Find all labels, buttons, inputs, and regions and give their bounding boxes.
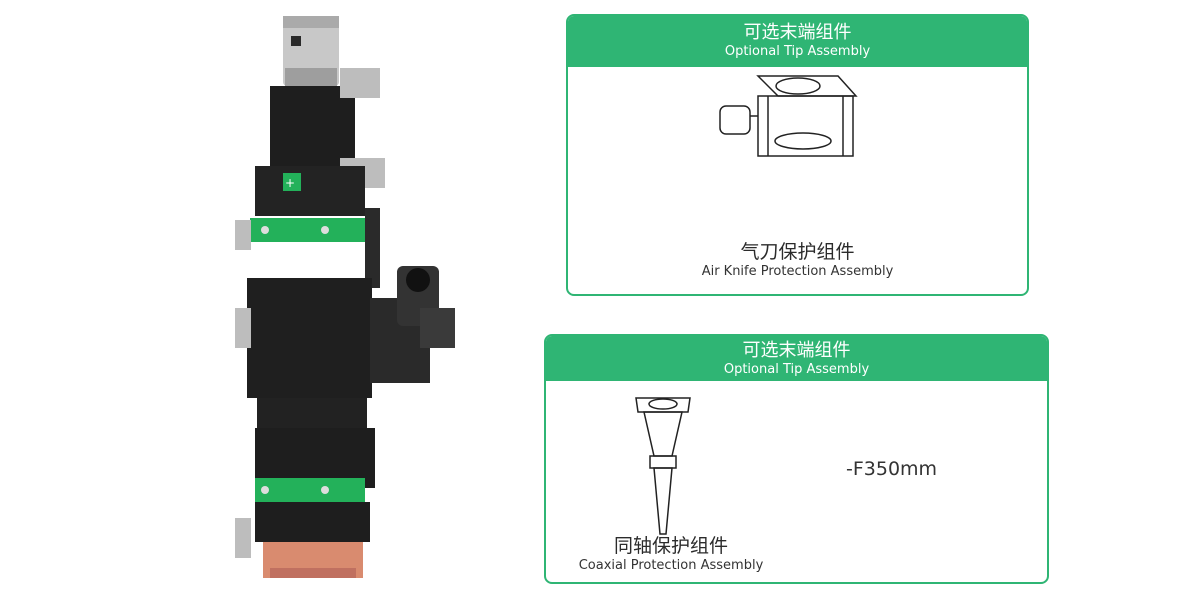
caption-zh: 气刀保护组件: [740, 241, 855, 263]
card-header: 可选末端组件 Optional Tip Assembly: [546, 336, 1047, 381]
coaxial-nozzle-drawing: [628, 388, 698, 542]
svg-text:+: +: [285, 176, 295, 190]
caption-zh: 同轴保护组件: [613, 535, 728, 557]
air-knife-caption: 气刀保护组件 Air Knife Protection Assembly: [568, 241, 1027, 280]
coaxial-caption: 同轴保护组件 Coaxial Protection Assembly: [556, 535, 786, 574]
coaxial-card: 可选末端组件 Optional Tip Assembly -F350mm 同轴保…: [544, 334, 1049, 584]
air-knife-drawing: [708, 61, 868, 195]
card-title-zh: 可选末端组件: [743, 22, 852, 43]
focal-length-spec: -F350mm: [846, 458, 938, 480]
card-title-en: Optional Tip Assembly: [724, 44, 871, 59]
card-title-zh: 可选末端组件: [742, 340, 851, 361]
caption-en: Coaxial Protection Assembly: [578, 558, 764, 573]
air-knife-card: 可选末端组件 Optional Tip Assembly 气刀保护组件 Air …: [566, 14, 1029, 296]
laser-head-photo: +: [225, 8, 465, 592]
card-title-en: Optional Tip Assembly: [723, 362, 870, 377]
caption-en: Air Knife Protection Assembly: [701, 264, 894, 279]
card-header: 可选末端组件 Optional Tip Assembly: [568, 16, 1027, 67]
